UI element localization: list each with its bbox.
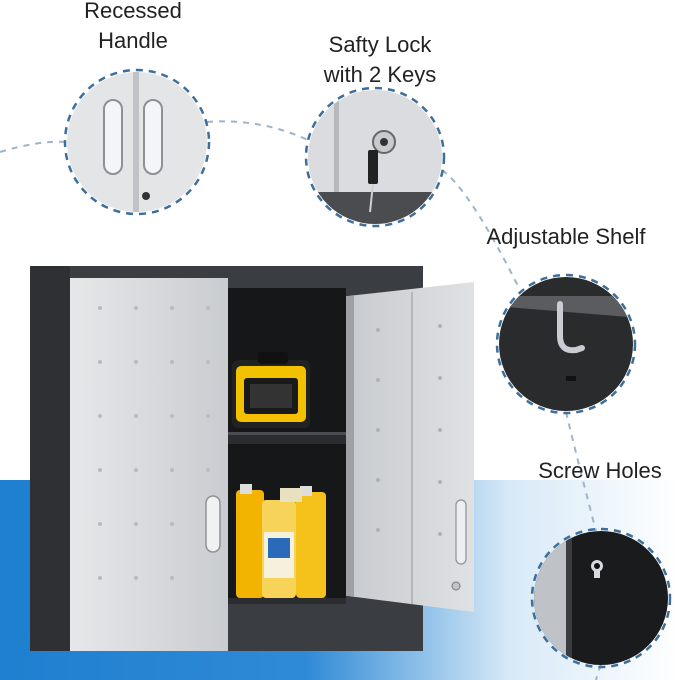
- door-handle: [205, 495, 221, 553]
- bottles: [236, 484, 326, 598]
- power-station: [232, 352, 310, 428]
- cabinet: [30, 266, 474, 651]
- label-recessed-handle: Recessed Handle: [84, 0, 182, 53]
- connector-line-shelf: [441, 169, 521, 291]
- detail-circle-shelf: [495, 273, 637, 415]
- connector-line-lock: [206, 120, 309, 141]
- left-door: [70, 278, 228, 651]
- detail-circle-lock: [304, 86, 446, 228]
- label-screw-holes: Screw Holes: [538, 458, 662, 483]
- detail-circle-handle: [63, 68, 211, 216]
- connector-line-screw: [565, 411, 597, 532]
- label-adjustable-shelf: Adjustable Shelf: [486, 224, 646, 249]
- label-safety-lock: Safty Lock with 2 Keys: [323, 32, 437, 87]
- connector-line-handle: [0, 140, 68, 153]
